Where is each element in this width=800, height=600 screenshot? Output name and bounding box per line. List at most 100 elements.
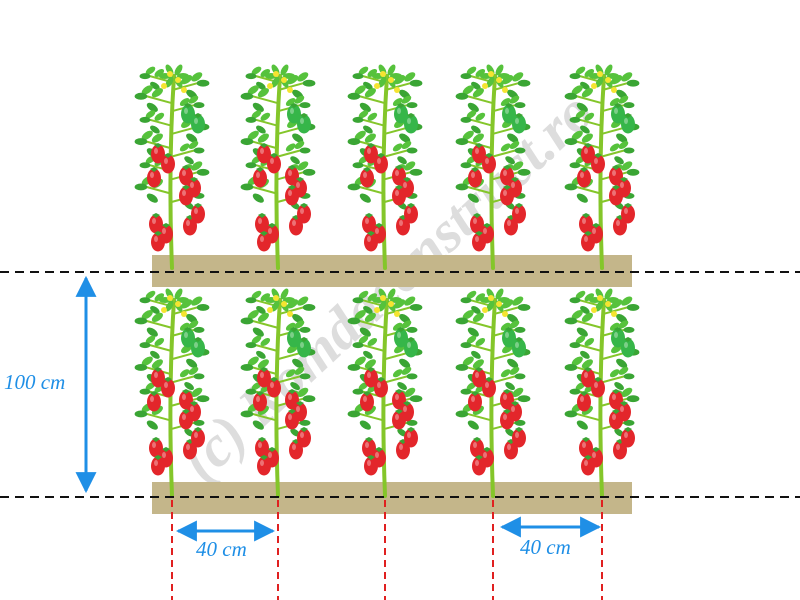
flower-icon — [267, 307, 273, 313]
ripe-tomato — [609, 186, 623, 206]
flower-icon — [611, 311, 617, 317]
flower-icon — [591, 307, 597, 313]
ripe-tomato — [482, 378, 496, 398]
flower-icon — [287, 311, 293, 317]
ripe-tomato — [364, 232, 378, 252]
ripe-tomato — [577, 392, 591, 412]
flower-icon — [175, 301, 181, 307]
ripe-tomato — [472, 456, 486, 476]
ripe-tomato — [161, 154, 175, 174]
ripe-tomato — [285, 186, 299, 206]
green-tomato — [191, 338, 205, 358]
row-bottom-plant-2 — [240, 288, 316, 498]
ripe-tomato — [191, 204, 205, 224]
ripe-tomato — [577, 168, 591, 188]
ripe-tomato — [257, 456, 271, 476]
ripe-tomato — [500, 410, 514, 430]
row-spacing-label: 100 cm — [4, 370, 65, 394]
ripe-tomato — [267, 154, 281, 174]
flower-icon — [175, 77, 181, 83]
ripe-tomato — [374, 378, 388, 398]
ripe-tomato — [151, 144, 165, 164]
ripe-tomato — [482, 154, 496, 174]
ripe-tomato — [621, 204, 635, 224]
flower-icon — [394, 87, 400, 93]
ripe-tomato — [392, 410, 406, 430]
flower-icon — [605, 77, 611, 83]
ripe-tomato — [161, 378, 175, 398]
flower-icon — [287, 87, 293, 93]
flower-icon — [374, 307, 380, 313]
flower-icon — [388, 77, 394, 83]
flower-icon — [482, 83, 488, 89]
ripe-tomato — [149, 438, 163, 458]
ripe-tomato — [364, 456, 378, 476]
row-bottom-plant-1 — [134, 288, 210, 498]
ripe-tomato — [470, 214, 484, 234]
ripe-tomato — [255, 214, 269, 234]
ripe-tomato — [621, 428, 635, 448]
ripe-tomato — [257, 144, 271, 164]
green-tomato — [287, 104, 301, 124]
ripe-tomato — [468, 392, 482, 412]
flower-icon — [281, 301, 287, 307]
flower-icon — [161, 307, 167, 313]
row-top-plant-2 — [240, 64, 316, 270]
ripe-tomato — [500, 186, 514, 206]
flower-icon — [605, 301, 611, 307]
ripe-tomato — [404, 204, 418, 224]
flower-icon — [281, 77, 287, 83]
ripe-tomato — [257, 368, 271, 388]
flower-icon — [597, 71, 603, 77]
flower-icon — [597, 295, 603, 301]
flower-icon — [181, 87, 187, 93]
ripe-tomato — [151, 232, 165, 252]
ripe-tomato — [470, 438, 484, 458]
row-bottom-plant-5 — [564, 288, 640, 498]
flower-icon — [482, 307, 488, 313]
ripe-tomato — [253, 168, 267, 188]
row-top-plant-3 — [347, 64, 423, 270]
ripe-tomato — [297, 204, 311, 224]
ripe-tomato — [512, 204, 526, 224]
flower-icon — [496, 77, 502, 83]
ripe-tomato — [255, 438, 269, 458]
ripe-tomato — [581, 144, 595, 164]
green-tomato — [181, 104, 195, 124]
flower-icon — [380, 71, 386, 77]
flower-icon — [388, 301, 394, 307]
green-tomato — [404, 338, 418, 358]
plant-position-lines — [171, 500, 603, 600]
ripe-tomato — [257, 232, 271, 252]
ripe-tomato — [468, 168, 482, 188]
ripe-tomato — [609, 410, 623, 430]
flower-icon — [502, 87, 508, 93]
green-tomato — [394, 328, 408, 348]
flower-icon — [267, 83, 273, 89]
row-top-plant-5 — [564, 64, 640, 270]
plants-layer — [134, 64, 640, 498]
ripe-tomato — [297, 428, 311, 448]
row-top-plant-4 — [455, 64, 531, 270]
green-tomato — [512, 114, 526, 134]
plant-spacing-label-left: 40 cm — [196, 537, 247, 561]
row-bottom-plant-3 — [347, 288, 423, 498]
green-tomato — [191, 114, 205, 134]
ripe-tomato — [581, 456, 595, 476]
ripe-tomato — [267, 378, 281, 398]
flower-icon — [167, 71, 173, 77]
ripe-tomato — [362, 214, 376, 234]
ripe-tomato — [147, 392, 161, 412]
ripe-tomato — [364, 144, 378, 164]
ripe-tomato — [472, 144, 486, 164]
flower-icon — [167, 295, 173, 301]
ripe-tomato — [360, 168, 374, 188]
flower-icon — [161, 83, 167, 89]
ripe-tomato — [579, 214, 593, 234]
ripe-tomato — [374, 154, 388, 174]
row-bottom-plant-4 — [455, 288, 531, 498]
ripe-tomato — [147, 168, 161, 188]
ripe-tomato — [581, 368, 595, 388]
ripe-tomato — [591, 378, 605, 398]
